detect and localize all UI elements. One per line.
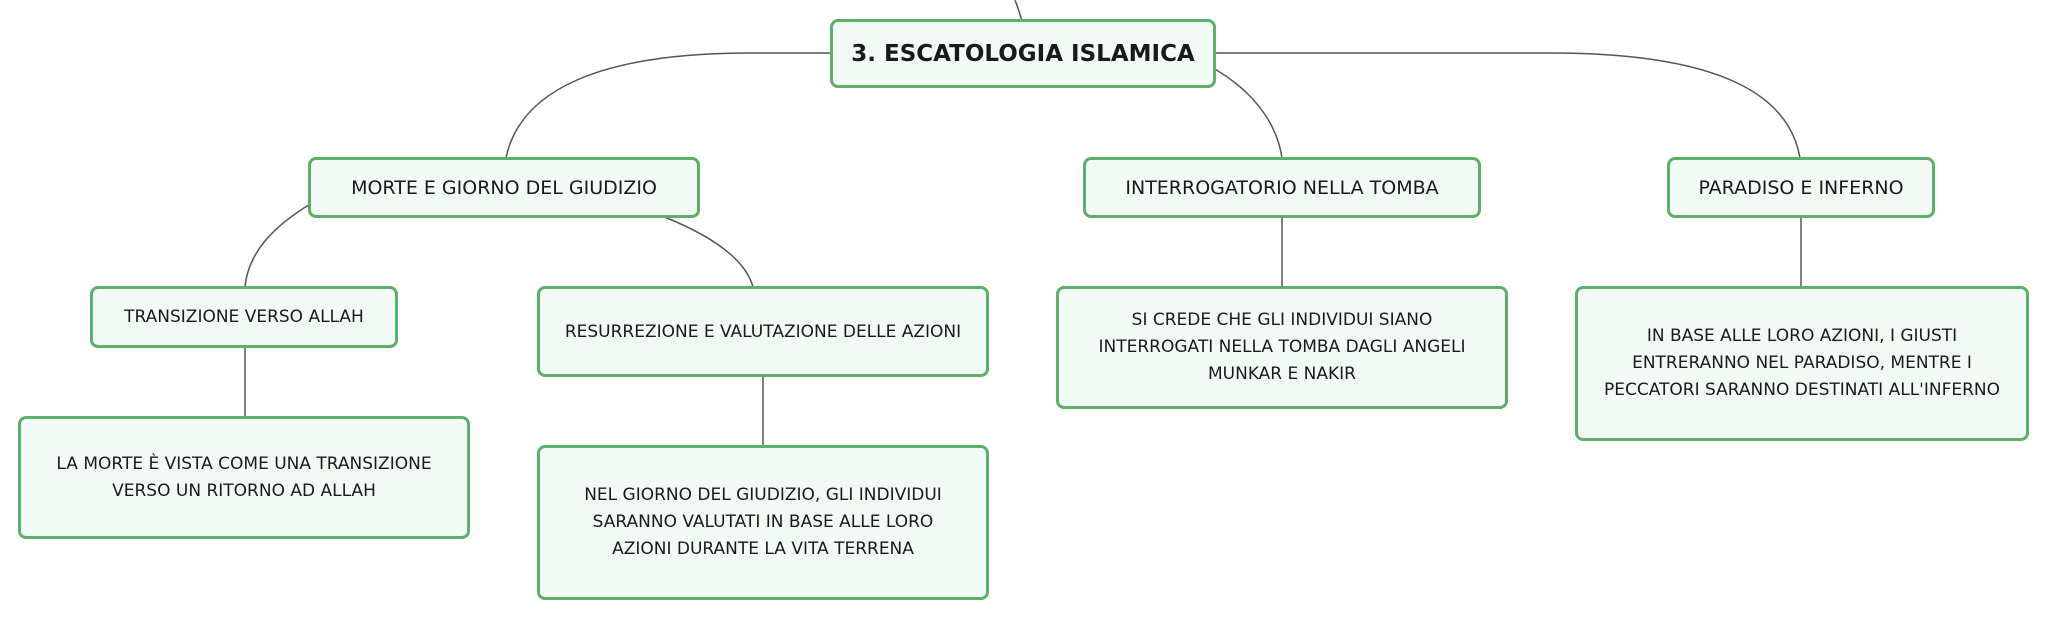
node-paradiso-e-inferno[interactable]: PARADISO E INFERNO (1667, 157, 1935, 218)
detail-transizione[interactable]: LA MORTE È VISTA COME UNA TRANSIZIONE VE… (18, 416, 470, 539)
connector-root-paradiso (1213, 52, 1801, 159)
connector-morte-resurrezione (661, 215, 754, 288)
node-morte-e-giorno-del-giudizio[interactable]: MORTE E GIORNO DEL GIUDIZIO (308, 157, 700, 218)
connector-root-interrogatorio (1212, 67, 1283, 159)
node-resurrezione-e-valutazione[interactable]: RESURREZIONE E VALUTAZIONE DELLE AZIONI (537, 286, 989, 377)
node-transizione-verso-allah[interactable]: TRANSIZIONE VERSO ALLAH (90, 286, 398, 348)
connector-root-morte (505, 52, 832, 159)
node-interrogatorio-nella-tomba[interactable]: INTERROGATORIO NELLA TOMBA (1083, 157, 1481, 218)
connector-morte-transizione (244, 202, 313, 288)
detail-interrogatorio[interactable]: SI CREDE CHE GLI INDIVIDUI SIANO INTERRO… (1056, 286, 1508, 409)
connector-to-parent (1014, 0, 1023, 22)
detail-paradiso[interactable]: IN BASE ALLE LORO AZIONI, I GIUSTI ENTRE… (1575, 286, 2029, 441)
detail-resurrezione[interactable]: NEL GIORNO DEL GIUDIZIO, GLI INDIVIDUI S… (537, 445, 989, 600)
root-node[interactable]: 3. ESCATOLOGIA ISLAMICA (830, 19, 1216, 88)
